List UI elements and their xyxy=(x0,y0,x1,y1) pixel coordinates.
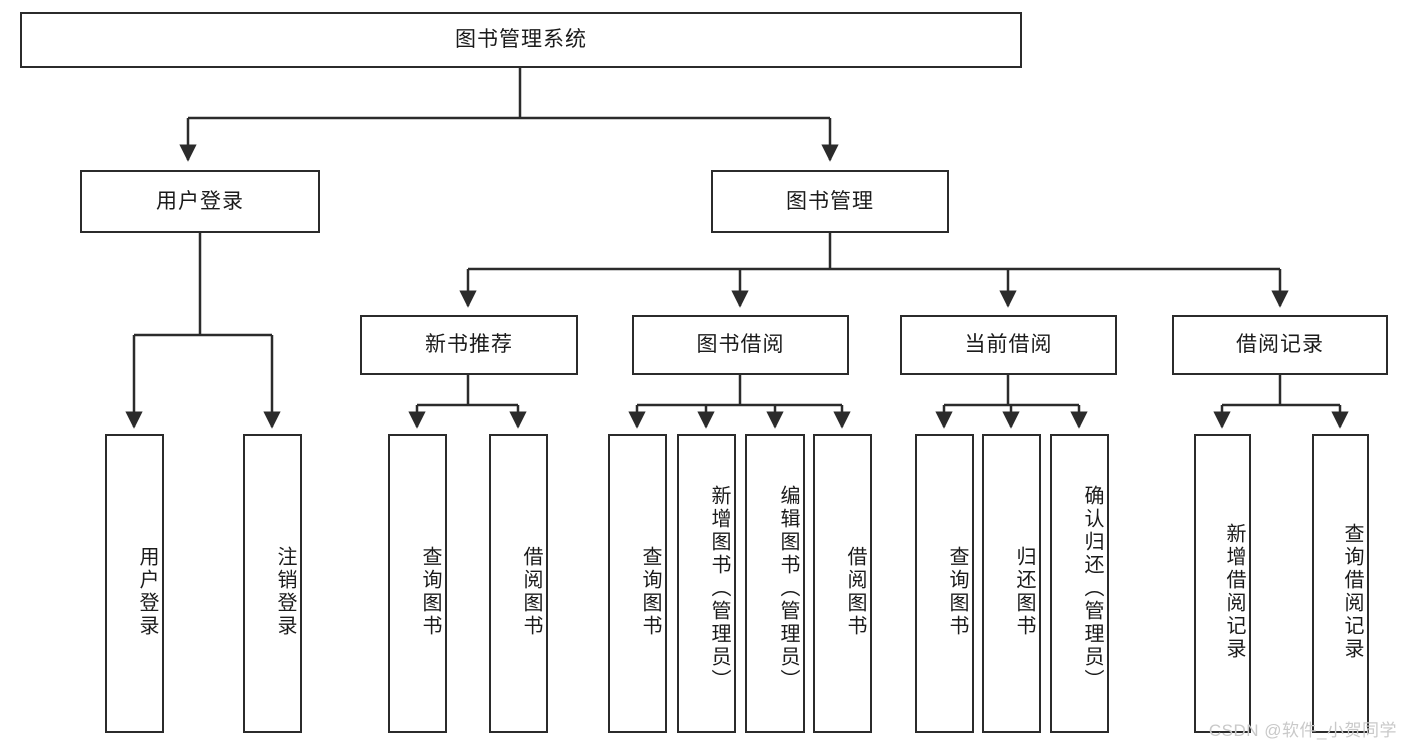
leaf-query-record[interactable]: 查询借阅记录 xyxy=(1312,434,1369,733)
node-book-manage[interactable]: 图书管理 xyxy=(711,170,949,233)
leaf-query-book-3-label: 查询图书 xyxy=(946,545,968,638)
leaf-user-login[interactable]: 用户登录 xyxy=(105,434,164,733)
node-root-label: 图书管理系统 xyxy=(455,28,587,52)
leaf-query-book-2-label: 查询图书 xyxy=(639,545,661,638)
node-borrow-record[interactable]: 借阅记录 xyxy=(1172,315,1388,375)
leaf-borrow-book-1[interactable]: 借阅图书 xyxy=(489,434,548,733)
node-book-manage-label: 图书管理 xyxy=(786,189,874,213)
leaf-user-login-label: 用户登录 xyxy=(136,545,158,638)
leaf-add-record[interactable]: 新增借阅记录 xyxy=(1194,434,1251,733)
leaf-user-logout[interactable]: 注销登录 xyxy=(243,434,302,733)
leaf-edit-book-label: 编辑图书（管理员） xyxy=(777,485,799,692)
leaf-borrow-book-2-label: 借阅图书 xyxy=(844,545,866,638)
node-user-login[interactable]: 用户登录 xyxy=(80,170,320,233)
node-user-login-label: 用户登录 xyxy=(156,189,244,213)
leaf-confirm-return-label: 确认归还（管理员） xyxy=(1081,485,1103,692)
node-book-borrow-label: 图书借阅 xyxy=(696,333,785,357)
leaf-query-book-2[interactable]: 查询图书 xyxy=(608,434,667,733)
node-borrow-record-label: 借阅记录 xyxy=(1236,333,1324,357)
leaf-return-book[interactable]: 归还图书 xyxy=(982,434,1041,733)
leaf-query-record-label: 查询借阅记录 xyxy=(1341,522,1363,661)
leaf-query-book-1[interactable]: 查询图书 xyxy=(388,434,447,733)
leaf-borrow-book-2[interactable]: 借阅图书 xyxy=(813,434,872,733)
leaf-add-book[interactable]: 新增图书（管理员） xyxy=(677,434,736,733)
leaf-borrow-book-1-label: 借阅图书 xyxy=(520,545,542,638)
leaf-add-record-label: 新增借阅记录 xyxy=(1223,522,1245,661)
leaf-query-book-1-label: 查询图书 xyxy=(419,545,441,638)
leaf-user-logout-label: 注销登录 xyxy=(274,545,296,638)
node-new-book-recommend[interactable]: 新书推荐 xyxy=(360,315,578,375)
leaf-confirm-return[interactable]: 确认归还（管理员） xyxy=(1050,434,1109,733)
node-new-book-recommend-label: 新书推荐 xyxy=(425,333,513,357)
leaf-return-book-label: 归还图书 xyxy=(1013,545,1035,638)
leaf-query-book-3[interactable]: 查询图书 xyxy=(915,434,974,733)
node-root[interactable]: 图书管理系统 xyxy=(20,12,1022,68)
node-current-borrow-label: 当前借阅 xyxy=(964,333,1053,357)
leaf-edit-book[interactable]: 编辑图书（管理员） xyxy=(745,434,805,733)
node-current-borrow[interactable]: 当前借阅 xyxy=(900,315,1117,375)
watermark: CSDN @软件_小贺同学 xyxy=(1208,721,1397,740)
leaf-add-book-label: 新增图书（管理员） xyxy=(708,485,730,692)
node-book-borrow[interactable]: 图书借阅 xyxy=(632,315,849,375)
